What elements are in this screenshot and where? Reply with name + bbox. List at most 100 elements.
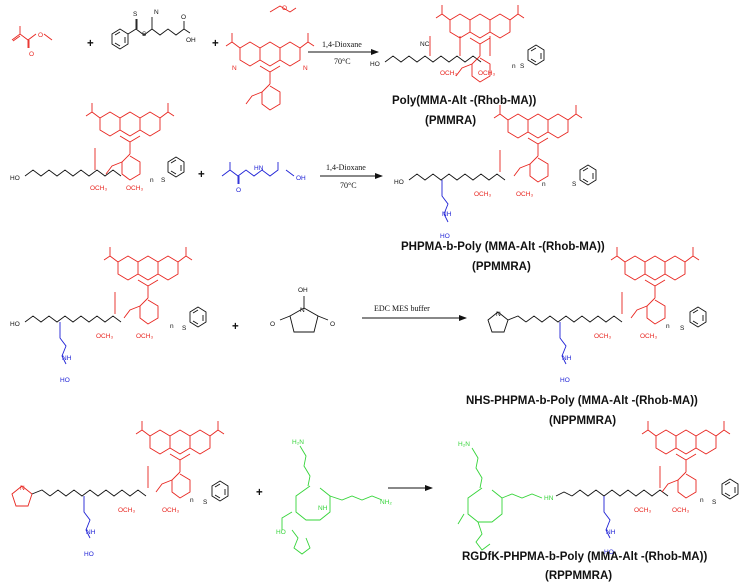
atom-label: N — [20, 485, 25, 492]
atom-label: O — [181, 14, 186, 21]
atom-label: NH — [62, 355, 72, 362]
atom-label: O — [29, 51, 34, 58]
atom-label: NH — [318, 505, 328, 512]
atom-label: HO — [10, 175, 20, 182]
atom-label: S — [161, 177, 166, 184]
atom-label: OCH₃ — [162, 507, 179, 514]
row-3-ppmmra-reactant: HO NH HO OCH₃ OCH₃ n S — [10, 246, 207, 384]
atom-label: S — [142, 31, 147, 38]
atom-label: HO — [60, 377, 70, 384]
product-name: RGDfK-PHPMA-b-Poly (MMA-Alt -(Rhob-MA)) — [462, 551, 707, 563]
atom-label: HN — [254, 165, 264, 172]
product-abbreviation: (PPMMRA) — [472, 261, 531, 273]
row-3-product-npp: N NH HO OCH₃ OCH₃ n S — [487, 246, 707, 384]
atom-label: n — [700, 497, 704, 504]
atom-label: OCH₃ — [118, 507, 135, 514]
plus-sign: + — [232, 321, 239, 333]
atom-label: H₂N — [292, 439, 304, 446]
atom-label: O — [270, 321, 275, 328]
atom-label: S — [133, 11, 138, 18]
row-1-product-pmmra: HO OCH₃ OCH₃ NC n S — [370, 4, 545, 83]
atom-label: O — [38, 32, 43, 39]
atom-label: NH — [562, 355, 572, 362]
atom-label: NH — [606, 529, 616, 536]
atom-label: OCH₃ — [672, 507, 689, 514]
atom-label: S — [712, 499, 717, 506]
atom-label: OCH₃ — [90, 185, 107, 192]
atom-label: N — [303, 65, 308, 72]
atom-label: O — [236, 187, 241, 194]
atom-label: OCH₃ — [474, 191, 491, 198]
atom-label: OH — [298, 287, 308, 294]
atom-label: OCH₃ — [440, 70, 457, 77]
plus-sign: + — [87, 38, 94, 50]
row-2-macro-cta: HO OCH₃ OCH₃ n S — [10, 102, 185, 192]
atom-label: H₂N — [458, 441, 470, 448]
product-abbreviation: (NPPMMRA) — [549, 415, 616, 427]
atom-label: OCH₃ — [136, 333, 153, 340]
row-4-rgdfk-peptide: H₂N NH₂ NH HO — [276, 439, 392, 555]
plus-sign: + — [198, 169, 205, 181]
atom-label: OCH₃ — [634, 507, 651, 514]
reaction-condition: 70°C — [334, 57, 351, 66]
plus-sign: + — [256, 487, 263, 499]
atom-label: N — [496, 311, 501, 318]
reaction-condition: EDC MES buffer — [374, 304, 430, 313]
row-1-rhodamine-monomer: O N N — [225, 5, 315, 111]
product-abbreviation: (RPPMMRA) — [545, 570, 612, 582]
row-2-hpma-monomer: O HN OH — [221, 162, 306, 194]
atom-label: OCH₃ — [640, 333, 657, 340]
atom-label: O — [330, 321, 335, 328]
atom-label: O — [282, 5, 287, 12]
row-1-cta-reagent: S S N OH O — [111, 9, 196, 50]
atom-label: n — [666, 323, 670, 330]
atom-label: OCH₃ — [594, 333, 611, 340]
row-1-mma-monomer: O O — [11, 26, 53, 58]
atom-label: HO — [604, 549, 614, 556]
atom-label: n — [150, 177, 154, 184]
atom-label: HO — [276, 529, 286, 536]
atom-label: S — [572, 181, 577, 188]
reaction-condition: 1,4-Dioxane — [322, 40, 362, 49]
atom-label: n — [190, 497, 194, 504]
atom-label: n — [542, 181, 546, 188]
atom-label: N — [154, 9, 159, 16]
atom-label: HO — [370, 61, 380, 68]
row-2-arrow: 1,4-Dioxane 70°C — [320, 163, 383, 190]
atom-label: HN — [544, 495, 554, 502]
atom-label: n — [170, 323, 174, 330]
atom-label: OCH₃ — [478, 70, 495, 77]
atom-label: NC — [420, 41, 430, 48]
product-name: PHPMA-b-Poly (MMA-Alt -(Rhob-MA)) — [401, 241, 605, 253]
plus-sign: + — [212, 38, 219, 50]
row-4-product-rppmmra: H₂N HN NH HO OCH₃ OCH₃ n S — [457, 420, 739, 556]
atom-label: n — [512, 63, 516, 70]
row-4-nhs-polymer: N NH HO OCH₃ OCH₃ n S — [11, 420, 229, 558]
atom-label: OH — [296, 175, 306, 182]
product-name: Poly(MMA-Alt -(Rhob-MA)) — [392, 95, 537, 107]
atom-label: NH — [442, 211, 452, 218]
atom-label: S — [203, 499, 208, 506]
atom-label: HO — [394, 179, 404, 186]
product-name: NHS-PHPMA-b-Poly (MMA-Alt -(Rhob-MA)) — [466, 395, 698, 407]
atom-label: S — [680, 325, 685, 332]
row-1-arrow: 1,4-Dioxane 70°C — [308, 40, 379, 66]
atom-label: OCH₃ — [126, 185, 143, 192]
row-2-product-ppmmra: HO NH HO OCH₃ OCH₃ n S — [394, 104, 597, 240]
atom-label: NH₂ — [380, 499, 392, 506]
atom-label: N — [300, 307, 305, 314]
atom-label: S — [182, 325, 187, 332]
atom-label: NH — [86, 529, 96, 536]
atom-label: OCH₃ — [96, 333, 113, 340]
row-3-arrow: EDC MES buffer — [362, 304, 467, 321]
reaction-condition: 70°C — [340, 181, 357, 190]
product-abbreviation: (PMMRA) — [425, 115, 476, 127]
atom-label: S — [520, 63, 525, 70]
atom-label: HO — [560, 377, 570, 384]
reaction-condition: 1,4-Dioxane — [326, 163, 366, 172]
atom-label: HO — [10, 321, 20, 328]
row-3-nhs-reagent: OH N O O — [270, 287, 335, 333]
atom-label: HO — [440, 233, 450, 240]
atom-label: OH — [186, 37, 196, 44]
